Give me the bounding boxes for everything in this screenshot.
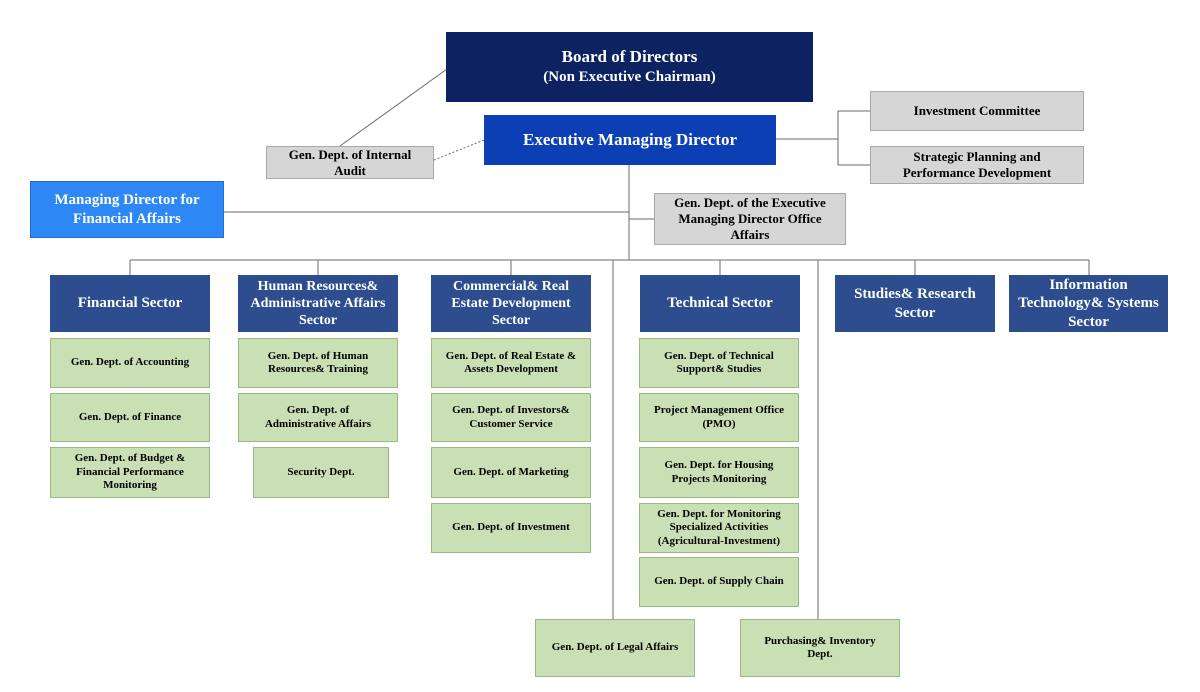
dept-administrative-affairs: Gen. Dept. of Administrative Affairs xyxy=(238,393,398,442)
dept-purchasing-inventory: Purchasing& Inventory Dept. xyxy=(740,619,900,677)
dept-specialized-activities: Gen. Dept. for Monitoring Specialized Ac… xyxy=(639,503,799,553)
dept-accounting: Gen. Dept. of Accounting xyxy=(50,338,210,388)
technical-sector-box: Technical Sector xyxy=(640,275,800,332)
executive-md-label: Executive Managing Director xyxy=(522,129,738,149)
studies-research-sector-box: Studies& Research Sector xyxy=(835,275,995,332)
dept-investors-customer-service: Gen. Dept. of Investors& Customer Servic… xyxy=(431,393,591,442)
financial-sector-box: Financial Sector xyxy=(50,275,210,332)
dept-housing-monitoring: Gen. Dept. for Housing Projects Monitori… xyxy=(639,447,799,498)
dept-finance: Gen. Dept. of Finance xyxy=(50,393,210,442)
dept-legal-affairs: Gen. Dept. of Legal Affairs xyxy=(535,619,695,677)
dept-technical-support: Gen. Dept. of Technical Support& Studies xyxy=(639,338,799,388)
dept-security: Security Dept. xyxy=(253,447,389,498)
strategic-planning-box: Strategic Planning and Performance Devel… xyxy=(870,146,1084,184)
board-subtitle: (Non Executive Chairman) xyxy=(543,69,716,86)
dept-budget-monitoring: Gen. Dept. of Budget & Financial Perform… xyxy=(50,447,210,498)
dept-human-resources: Gen. Dept. of Human Resources& Training xyxy=(238,338,398,388)
investment-committee-box: Investment Committee xyxy=(870,91,1084,131)
dept-pmo: Project Management Office (PMO) xyxy=(639,393,799,442)
board-title: Board of Directors xyxy=(561,47,698,67)
hr-sector-box: Human Resources& Administrative Affairs … xyxy=(238,275,398,332)
dept-marketing: Gen. Dept. of Marketing xyxy=(431,447,591,498)
board-of-directors-box: Board of Directors (Non Executive Chairm… xyxy=(446,32,813,102)
executive-managing-director-box: Executive Managing Director xyxy=(484,115,776,165)
dept-supply-chain: Gen. Dept. of Supply Chain xyxy=(639,557,799,607)
dept-investment: Gen. Dept. of Investment xyxy=(431,503,591,553)
dept-real-estate-assets: Gen. Dept. of Real Estate & Assets Devel… xyxy=(431,338,591,388)
commercial-sector-box: Commercial& Real Estate Development Sect… xyxy=(431,275,591,332)
it-systems-sector-box: Information Technology& Systems Sector xyxy=(1009,275,1168,332)
md-financial-affairs-box: Managing Director for Financial Affairs xyxy=(30,181,224,238)
exec-office-affairs-box: Gen. Dept. of the Executive Managing Dir… xyxy=(654,193,846,245)
internal-audit-box: Gen. Dept. of Internal Audit xyxy=(266,146,434,179)
